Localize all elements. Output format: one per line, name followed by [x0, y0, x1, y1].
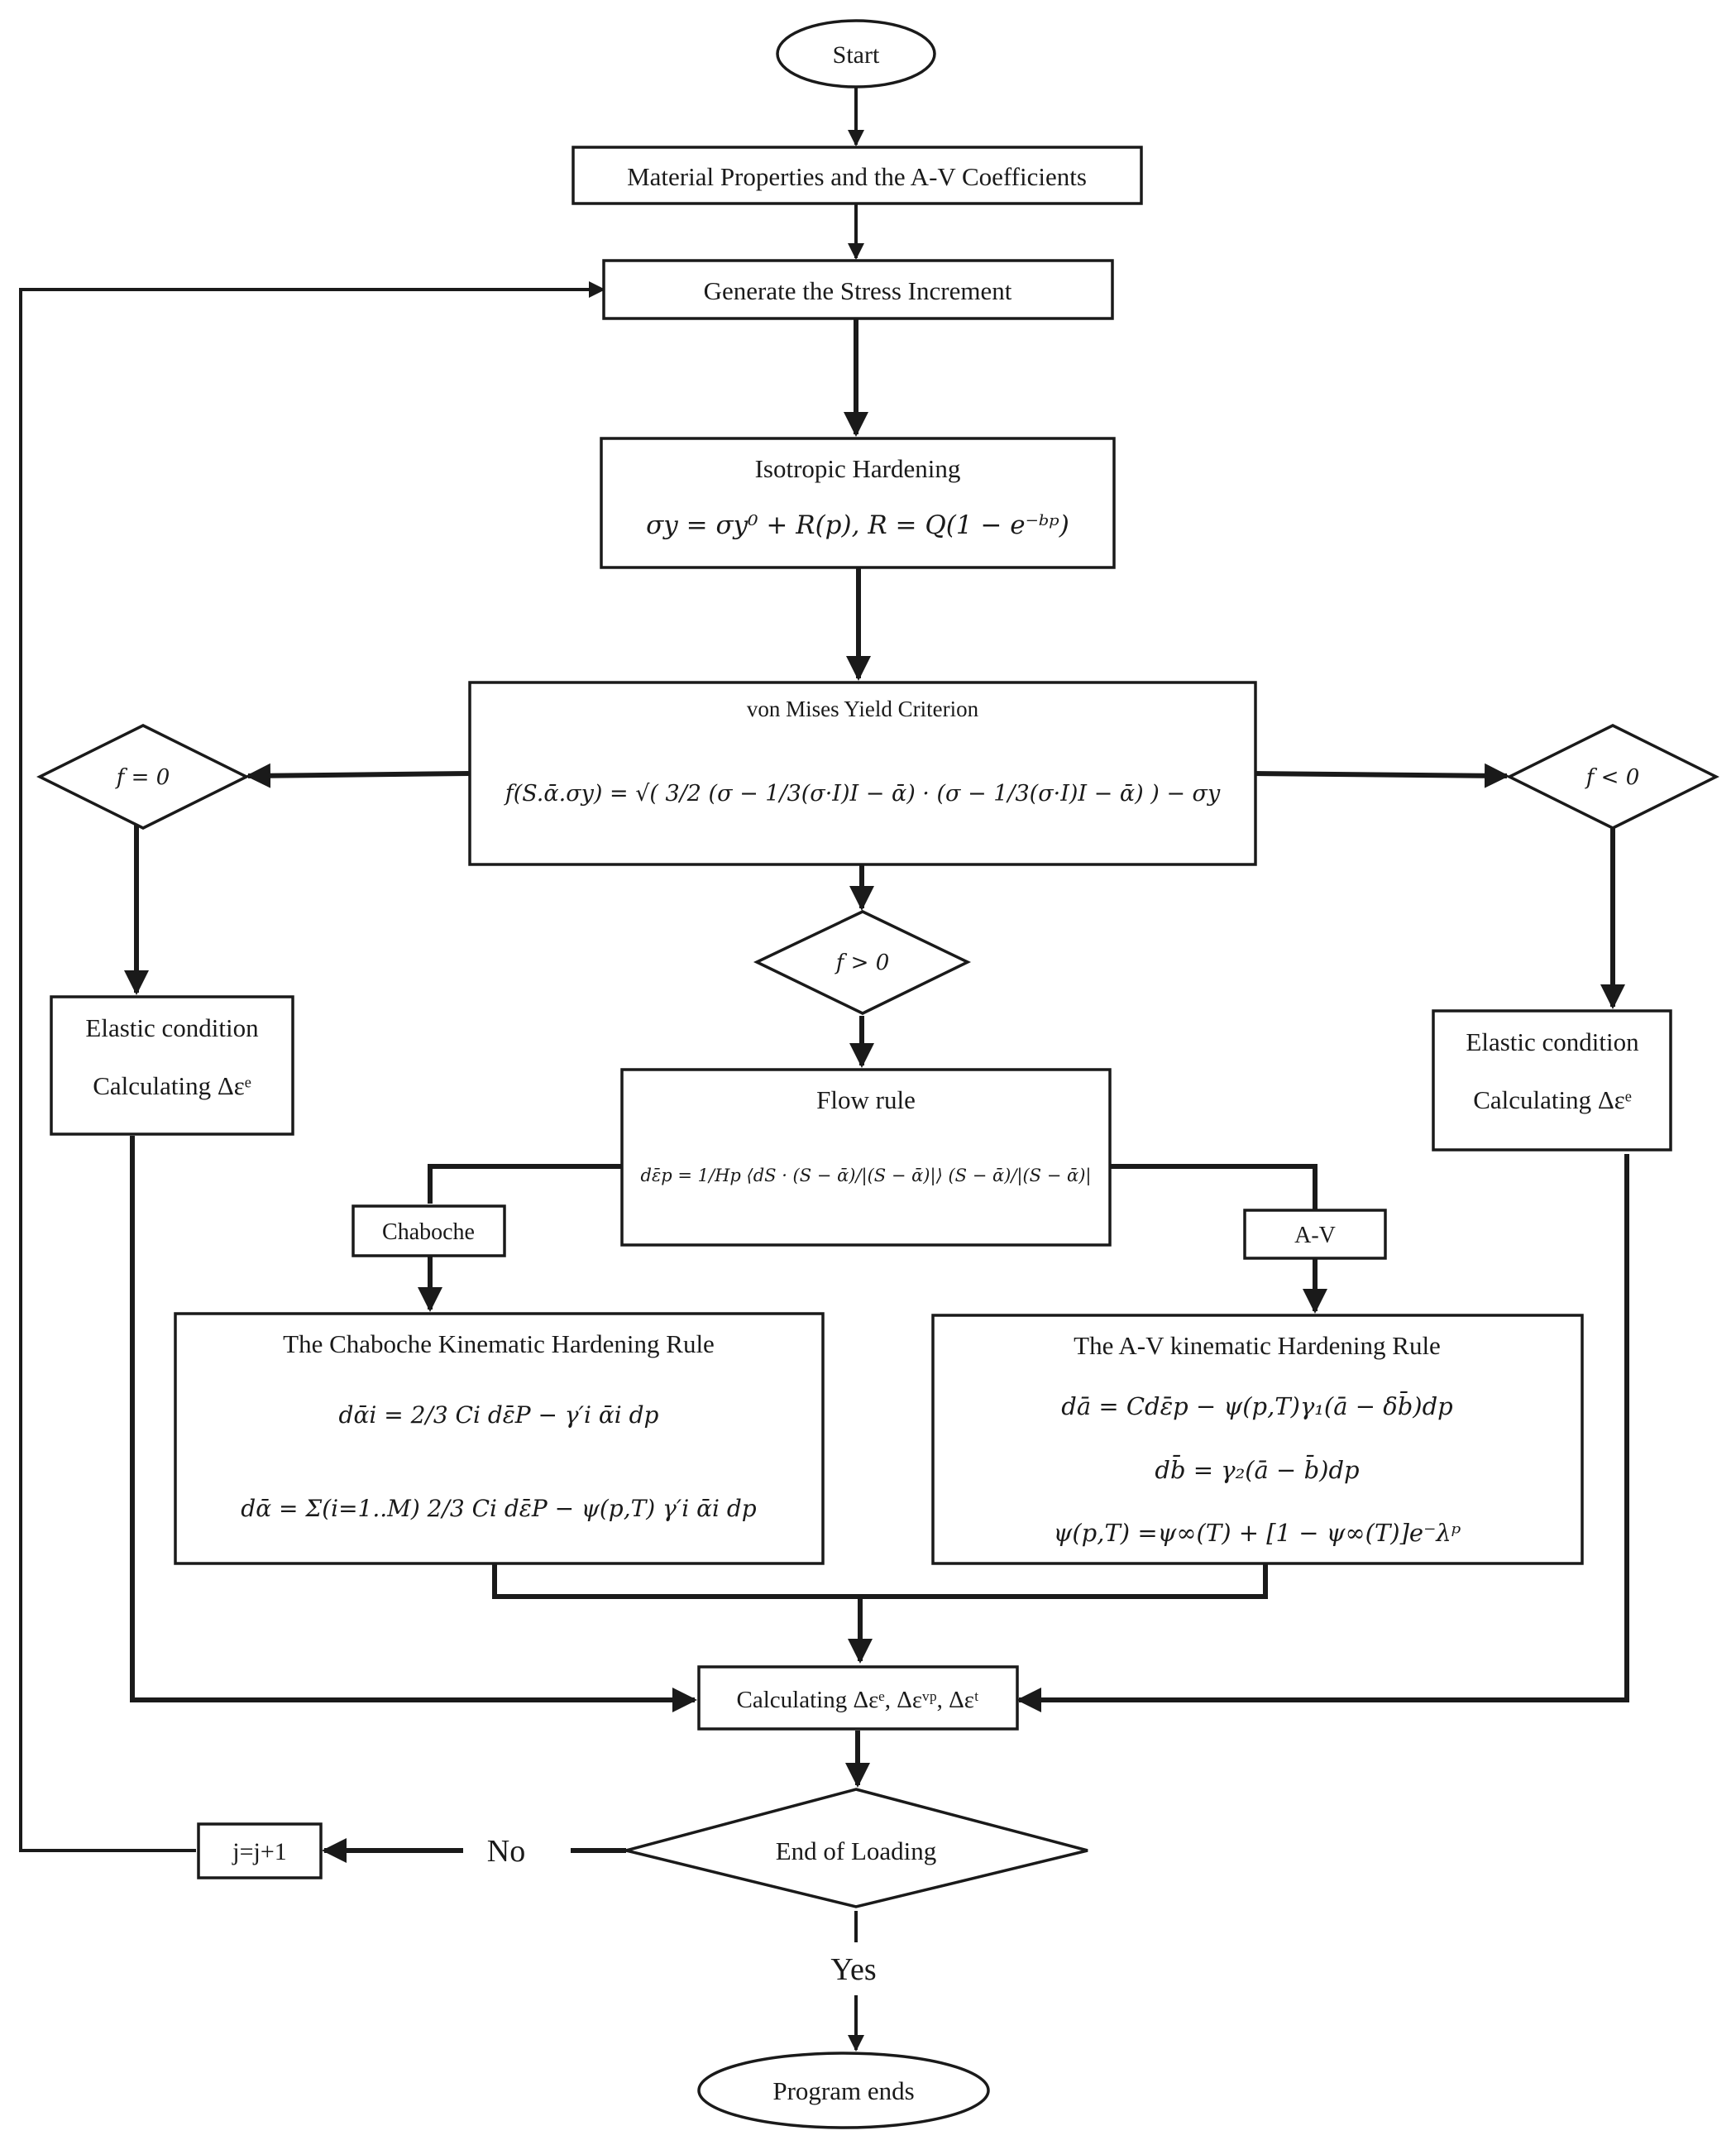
av-formula-3: ψ(p,T) =ψ∞(T) + [1 − ψ∞(T)]e⁻λᵖ	[1054, 1519, 1461, 1547]
end-of-loading-label: End of Loading	[776, 1836, 937, 1865]
arrow-yield-to-f-eq0	[246, 763, 471, 788]
chaboche-hardening-title: The Chaboche Kinematic Hardening Rule	[283, 1329, 715, 1358]
chaboche-formula-1: dᾱi = 2/3 Ci dε̄P − γ′i ᾱi dp	[339, 1401, 659, 1429]
material-properties-box: Material Properties and the A-V Coeffici…	[571, 146, 1143, 205]
chaboche-branch-label: Chaboche	[352, 1204, 506, 1257]
calculating-strain-box: Calculating Δεᵉ, Δεᵛᵖ, Δεᵗ	[697, 1665, 1019, 1731]
increment-box: j=j+1	[197, 1822, 323, 1879]
decision-f-lt0-label: f < 0	[1585, 765, 1639, 790]
stress-increment-label: Generate the Stress Increment	[704, 276, 1012, 305]
arrow-yield-to-f-lt0	[1254, 763, 1509, 788]
decision-f-gt0-label: f > 0	[835, 950, 889, 975]
chaboche-branch-text: Chaboche	[382, 1219, 475, 1245]
material-properties-label: Material Properties and the A-V Coeffici…	[627, 162, 1087, 191]
flow-rule-formula: dε̄p = 1/Hp ⟨dS · (S − ᾱ)/|(S − ᾱ)|⟩ (S …	[641, 1166, 1092, 1186]
av-hardening-box: The A-V kinematic Hardening Rule dā = Cd…	[931, 1314, 1584, 1565]
start-label: Start	[833, 41, 880, 69]
decision-f-eq0: f = 0	[36, 724, 250, 830]
isotropic-hardening-formula: σy = σy⁰ + R(p), R = Q(1 − e⁻ᵇᵖ)	[646, 510, 1069, 540]
decision-f-lt0: f < 0	[1506, 724, 1719, 830]
program-ends-node: Program ends	[697, 2052, 990, 2129]
no-label: No	[487, 1834, 525, 1869]
flow-rule-box: Flow rule dε̄p = 1/Hp ⟨dS · (S − ᾱ)/|(S …	[620, 1068, 1112, 1247]
decision-f-eq0-label: f = 0	[115, 765, 170, 790]
arrow-elastic-left-to-calc	[130, 1136, 697, 1712]
av-hardening-title: The A-V kinematic Hardening Rule	[1074, 1331, 1441, 1360]
chaboche-formula-2: dᾱ = Σ(i=1..M) 2/3 Ci dε̄P − ψ(p,T) γ′i …	[241, 1495, 756, 1522]
isotropic-hardening-box: Isotropic Hardening σy = σy⁰ + R(p), R =…	[600, 437, 1116, 569]
elastic-right-line1: Elastic condition	[1466, 1027, 1639, 1056]
av-formula-1: dā = Cdε̄p − ψ(p,T)γ₁(ā − δb̄)dp	[1061, 1391, 1452, 1420]
stress-increment-box: Generate the Stress Increment	[602, 259, 1114, 320]
yield-criterion-title: von Mises Yield Criterion	[747, 697, 979, 721]
elastic-left-line2: Calculating Δεᵉ	[93, 1071, 251, 1100]
chaboche-hardening-box: The Chaboche Kinematic Hardening Rule dᾱ…	[174, 1312, 825, 1565]
elastic-condition-right-box: Elastic condition Calculating Δεᵉ	[1432, 1009, 1672, 1152]
yield-criterion-formula: f(S.ᾱ.σy) = √( 3/2 (σ − 1/3(σ·I)I − ᾱ) ·…	[504, 781, 1221, 807]
yes-label: Yes	[830, 1952, 876, 1987]
av-branch-text: A-V	[1294, 1223, 1336, 1248]
connector-flow-to-chaboche	[428, 1164, 622, 1204]
flow-rule-title: Flow rule	[816, 1085, 916, 1114]
increment-label: j=j+1	[232, 1838, 287, 1865]
elastic-left-line1: Elastic condition	[85, 1013, 259, 1042]
start-node: Start	[776, 19, 936, 89]
connector-flow-to-av	[1110, 1164, 1318, 1209]
connectors	[19, 87, 1629, 2052]
yield-criterion-box: von Mises Yield Criterion f(S.ᾱ.σy) = √(…	[468, 681, 1257, 866]
av-branch-label: A-V	[1243, 1209, 1387, 1260]
isotropic-hardening-title: Isotropic Hardening	[755, 454, 961, 483]
end-of-loading-decision: End of Loading	[625, 1788, 1088, 1908]
av-formula-2: db̄ = γ₂(ā − b̄)dp	[1155, 1454, 1359, 1484]
arrow-elastic-right-to-calc	[1016, 1154, 1629, 1712]
program-ends-label: Program ends	[772, 2076, 914, 2105]
calculating-strain-label: Calculating Δεᵉ, Δεᵛᵖ, Δεᵗ	[737, 1687, 979, 1713]
elastic-condition-left-box: Elastic condition Calculating Δεᵉ	[50, 995, 294, 1136]
connector-merge-hardening	[492, 1563, 1268, 1599]
decision-f-gt0: f > 0	[753, 910, 972, 1015]
arrow-loop-to-stress	[19, 281, 605, 1852]
elastic-right-line2: Calculating Δεᵉ	[1473, 1085, 1632, 1114]
